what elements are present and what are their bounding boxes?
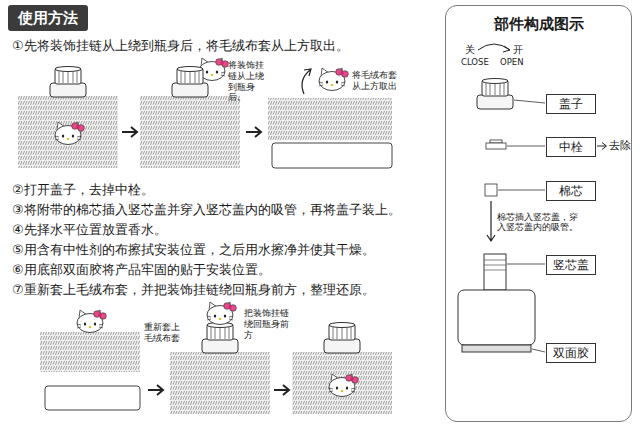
switch-label: OPEN	[500, 57, 524, 67]
step-figure	[202, 323, 238, 354]
plug-part	[490, 140, 502, 143]
step-figure	[40, 310, 140, 410]
step-figure	[207, 302, 236, 325]
step-figure	[302, 69, 311, 94]
step-text: ②打开盖子，去掉中栓。	[12, 182, 154, 198]
step-figure	[268, 98, 392, 140]
plug-part	[486, 140, 506, 149]
callout-text: 重新套上毛绒布套	[144, 322, 183, 344]
callout-text: 将毛绒布套从上方取出	[352, 70, 400, 92]
part-name: 盖子	[559, 97, 583, 111]
part-box: 盖子	[546, 94, 596, 114]
illustration	[477, 79, 513, 110]
part-box: 棉芯	[546, 181, 596, 201]
step-text: ④先择水平位置放置香水。	[12, 222, 167, 238]
step-arrow	[274, 385, 289, 395]
step-figure	[292, 323, 392, 415]
step-figure	[77, 310, 106, 333]
insert-arrow	[487, 201, 495, 241]
step-figure	[50, 67, 86, 98]
remove-note: 去除	[609, 139, 631, 152]
step-arrow	[148, 385, 163, 395]
part-box: 中栓	[546, 137, 596, 157]
panel-title: 部件构成图示	[446, 15, 631, 34]
step-text: ⑥用底部双面胶将产品牢固的贴于安装位置。	[12, 262, 271, 278]
heading-box: 使用方法	[8, 5, 88, 31]
step-figure	[172, 67, 208, 98]
step-text: ⑤用含有中性剂的布擦拭安装位置，之后用水擦净并使其干燥。	[12, 242, 375, 258]
step-arrow	[246, 127, 261, 137]
step-figure	[292, 352, 392, 414]
part-name: 使用方法	[18, 9, 78, 27]
turn-arrow	[478, 44, 510, 52]
bottle-part	[484, 260, 506, 270]
bottle-part	[458, 290, 535, 345]
leader-line	[498, 190, 545, 191]
callout-text: 将装饰挂链从上绕到瓶身后。	[228, 60, 267, 103]
step-text: ③将附带的棉芯插入竖芯盖并穿入竖芯盖内的吸管，再将盖子装上。	[12, 202, 401, 218]
step-figure	[140, 58, 240, 168]
remove-arrow	[597, 143, 607, 150]
step-figure	[170, 352, 270, 414]
part-box: 双面胶	[546, 343, 596, 363]
leader-line	[514, 100, 545, 103]
step-arrow	[122, 127, 137, 137]
leader-line	[507, 146, 545, 147]
part-name: 竖芯盖	[553, 258, 589, 272]
part-name: 中栓	[559, 140, 583, 154]
step-figure	[319, 68, 348, 91]
wick-part	[485, 184, 497, 196]
bottle-part	[458, 254, 535, 352]
bottle-part	[484, 254, 506, 290]
part-box: 竖芯盖	[546, 255, 596, 275]
bottle-part	[462, 345, 531, 352]
callout-text: 把装饰挂链绕回瓶身前方	[244, 308, 292, 340]
switch-label: CLOSE	[461, 57, 489, 67]
part-name: 双面胶	[553, 346, 589, 360]
switch-label: 关	[465, 44, 475, 56]
step-figure	[329, 374, 358, 397]
step-figure	[40, 332, 140, 372]
plug-part	[486, 143, 506, 149]
leader-line	[507, 264, 545, 265]
step-figure	[140, 96, 240, 168]
step-figure	[324, 323, 360, 354]
step-figure	[18, 67, 118, 169]
step-figure	[18, 96, 118, 168]
leader-line	[532, 349, 545, 352]
part-name: 棉芯	[559, 184, 583, 198]
step-figure	[55, 122, 84, 145]
step-text: ①先将装饰挂链从上绕到瓶身后，将毛绒布套从上方取出。	[12, 38, 349, 54]
switch-label: 开	[513, 44, 523, 56]
assembly-note: 棉芯插入竖芯盖，穿入竖芯盖内的吸管。	[497, 212, 584, 232]
step-text: ⑦重新套上毛绒布套，并把装饰挂链绕回瓶身前方，整理还原。	[12, 282, 375, 298]
step-figure	[45, 386, 140, 410]
step-figure	[272, 143, 392, 168]
